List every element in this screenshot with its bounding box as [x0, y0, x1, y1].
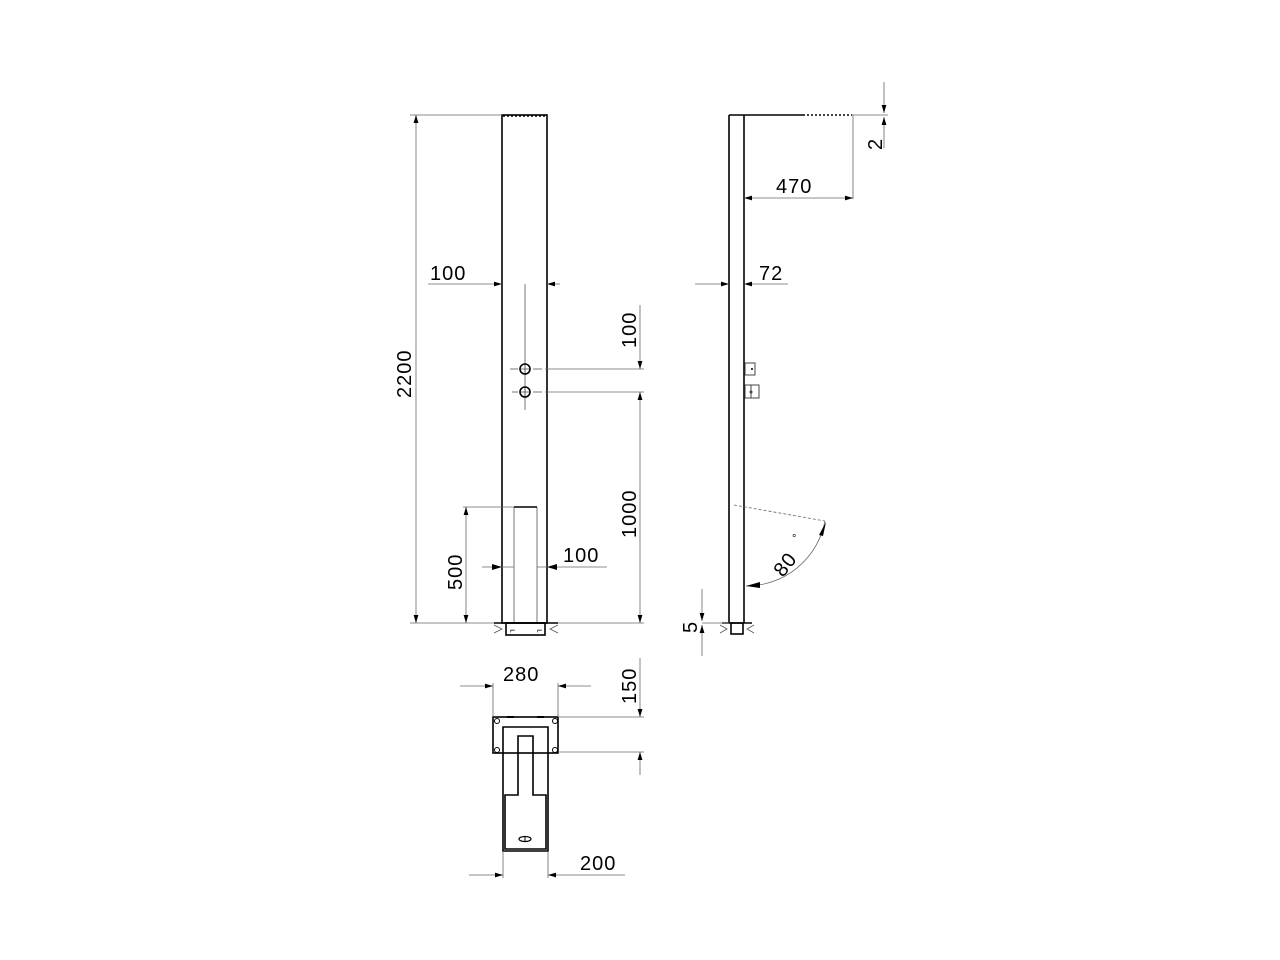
dim-valve-spacing: 100 1000: [545, 305, 644, 624]
valve-upper: [510, 363, 542, 375]
label-1000: 1000: [619, 490, 641, 539]
svg-text:⌐: ⌐: [537, 625, 542, 635]
valve-lower: [512, 386, 542, 398]
dim-head-projection: 470: [744, 176, 853, 201]
label-100-niche: 100: [563, 545, 599, 567]
dim-base-depth: 150: [558, 658, 644, 775]
dim-column-depth: 72: [695, 263, 788, 287]
label-72: 72: [759, 263, 783, 285]
plan-base-plate: [492, 716, 559, 754]
dim-tray-width: 200: [469, 851, 625, 878]
label-100-width: 100: [430, 263, 466, 285]
label-470: 470: [776, 176, 812, 198]
label-80: 80: [770, 548, 802, 581]
svg-text:⌐: ⌐: [510, 625, 515, 635]
front-base-foot: ⌐ ⌐: [493, 622, 559, 636]
dim-head-thickness: 2: [852, 82, 888, 150]
front-view: ⌐ ⌐ 2200 100 100 1000: [394, 114, 644, 636]
dim-total-height: 2200: [394, 114, 502, 624]
label-200: 200: [580, 853, 616, 875]
plan-tray-outline: [502, 726, 549, 852]
degree-symbol: °: [792, 533, 796, 545]
dim-niche-height: 500: [445, 506, 514, 623]
plan-view: 280 150 200: [460, 658, 644, 878]
dim-column-width: 100: [428, 263, 560, 287]
label-280: 280: [503, 664, 539, 686]
plan-tray-recess: [504, 735, 547, 850]
dim-niche-width: 100: [482, 545, 607, 570]
side-base-foot: [719, 622, 755, 635]
label-150: 150: [619, 668, 641, 704]
side-valve-handles: [744, 362, 760, 399]
side-view: 2 470 72 80 ° 5: [680, 82, 888, 656]
label-2200: 2200: [394, 350, 416, 399]
label-100-spacing: 100: [619, 312, 641, 348]
dim-rotation-angle: 80 °: [733, 504, 826, 588]
label-500: 500: [445, 554, 467, 590]
front-niche: [513, 506, 538, 623]
dim-base-offset: 5: [680, 589, 729, 656]
dim-base-width: 280: [460, 664, 591, 717]
label-5: 5: [680, 621, 702, 633]
label-2: 2: [865, 138, 887, 150]
